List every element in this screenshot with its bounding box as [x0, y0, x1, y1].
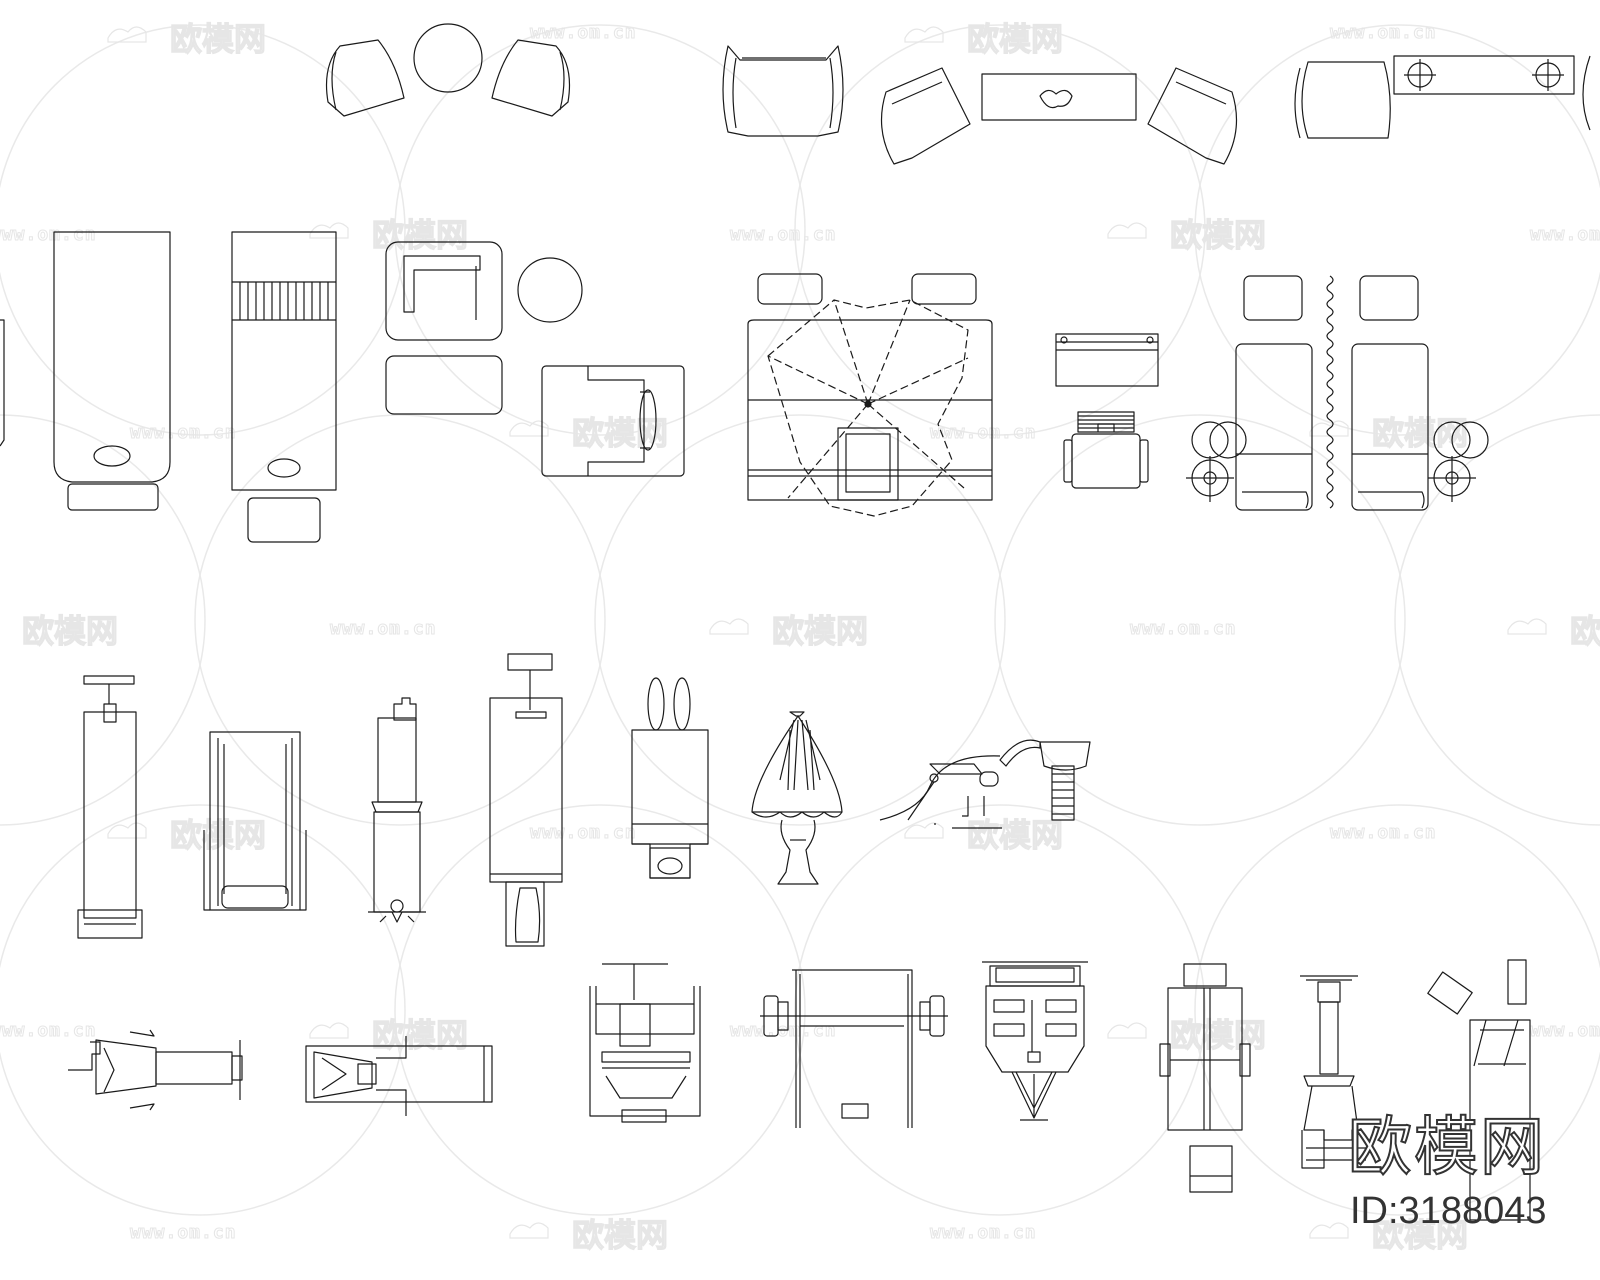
wm-url-text: www.om.cn	[530, 822, 637, 843]
wm-url-text: www.om.cn	[130, 422, 237, 443]
wm-url-text: www.om.cn	[530, 22, 637, 43]
shoulder-press-machine	[1427, 959, 1531, 1221]
left-edge-fragment	[0, 319, 5, 447]
weight-bench-press	[77, 675, 143, 939]
brand-id-text: ID:3188043	[1350, 1190, 1547, 1232]
multi-gym-station	[589, 963, 701, 1123]
wm-3: 欧模网	[309, 215, 469, 255]
wm-url-text: www.om.cn	[930, 422, 1037, 443]
wm-url-text: www.om.cn	[130, 1222, 237, 1243]
desk-and-office-chair	[1055, 333, 1159, 489]
wm-logo-text: 欧模网	[572, 1216, 668, 1254]
wm-logo-text: 欧模网	[372, 216, 468, 254]
wm-9: 欧模网	[1507, 611, 1600, 651]
wm-url-text: www.om.cn	[1330, 22, 1437, 43]
wm-url-text: www.om.cn	[0, 1020, 97, 1041]
abdominal-crunch-bench	[751, 711, 843, 885]
lounge-chairs-with-round-table	[325, 23, 571, 117]
wm-logo-text: 欧模网	[967, 816, 1063, 854]
wm-url-text: www.om.cn	[1530, 224, 1600, 245]
wm-15: 欧模网	[1309, 1215, 1469, 1255]
treadmill	[203, 731, 307, 911]
wm-logo-text: 欧模网	[1372, 1216, 1468, 1254]
wm-url-text: www.om.cn	[730, 224, 837, 245]
wm-2: 欧模网	[904, 19, 1064, 59]
wm-8: 欧模网	[709, 611, 869, 651]
armchairs-with-side-table	[1294, 55, 1591, 139]
double-bed-with-duvet	[747, 273, 993, 517]
wm-logo-text: 欧模网	[1372, 414, 1468, 452]
sofa-set-with-round-table	[385, 241, 685, 477]
wm-1: 欧模网	[107, 19, 267, 59]
twin-beds-with-nightstands	[1186, 275, 1489, 511]
wm-url-text: www.om.cn	[1130, 618, 1237, 639]
wm-12: 欧模网	[309, 1015, 469, 1055]
single-armchair	[722, 45, 844, 137]
wm-11: 欧模网	[904, 815, 1064, 855]
bed-rounded	[53, 231, 171, 511]
wm-logo-text: 欧模网	[372, 1016, 468, 1054]
wm-7: 欧模网	[21, 611, 118, 650]
leg-extension-machine	[1300, 975, 1366, 1169]
wm-logo-text: 欧模网	[1170, 216, 1266, 254]
brand-logo-text: 欧模网	[1347, 1111, 1546, 1185]
wm-url-text: www.om.cn	[0, 224, 97, 245]
wm-10: 欧模网	[107, 815, 267, 855]
watermark-urls: www.om.cn www.om.cn www.om.cn www.om.cn …	[0, 22, 1600, 1244]
wm-url-text: www.om.cn	[330, 618, 437, 639]
wm-url-text: www.om.cn	[930, 1222, 1037, 1243]
wm-14: 欧模网	[509, 1215, 669, 1255]
pec-deck-machine	[631, 677, 709, 879]
wm-logo-text: 欧模网	[170, 20, 266, 58]
wm-logo-text: 欧模网	[967, 20, 1063, 58]
wm-6: 欧模网	[1309, 413, 1469, 453]
leg-press-machine	[368, 697, 426, 923]
wm-logo-text: 欧模网	[1570, 612, 1600, 650]
wm-url-text: www.om.cn	[1530, 1020, 1600, 1041]
wm-logo-text: 欧模网	[572, 414, 668, 452]
wm-logo-text: 欧模网	[1170, 1016, 1266, 1054]
wm-4: 欧模网	[1107, 215, 1267, 255]
bed-with-headboard	[231, 231, 337, 543]
watermark-logos: 欧模网 欧模网 欧模网 欧模网 欧模网 欧模网 欧模网 欧模网 欧模网 欧模网 …	[21, 19, 1600, 1255]
cable-pulley-station	[68, 1029, 243, 1111]
cad-blocks	[0, 23, 1591, 1221]
seated-chest-press	[1159, 963, 1251, 1193]
dental-chair-unit	[879, 739, 1091, 829]
weight-rack-with-barbell	[760, 969, 948, 1128]
smith-machine-bench	[489, 653, 563, 947]
watermark-arcs	[0, 24, 1600, 1216]
wm-url-text: www.om.cn	[1330, 822, 1437, 843]
lat-pulldown-machine	[305, 1036, 493, 1116]
rowing-machine	[982, 961, 1088, 1121]
armchairs-with-coffee-table	[880, 67, 1238, 165]
wm-logo-text: 欧模网	[772, 612, 868, 650]
wm-logo-text: 欧模网	[22, 612, 118, 650]
